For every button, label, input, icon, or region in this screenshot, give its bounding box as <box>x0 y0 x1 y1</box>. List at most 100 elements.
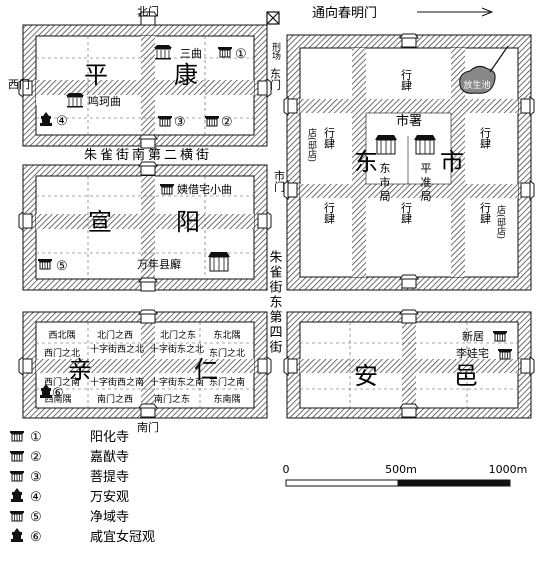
marker-4: ④ <box>56 114 68 129</box>
legend-item: ⑥ 咸宜女冠观 <box>11 528 155 545</box>
gate-icon <box>18 211 33 231</box>
street-heng2-label: 朱雀街南第二横街 <box>84 147 212 163</box>
temple-icon <box>157 115 173 127</box>
gate-icon <box>399 403 419 418</box>
hangsi-label: 行肆 <box>479 127 492 149</box>
legend-label: 菩提寺 <box>90 469 129 485</box>
legend: ① 阳化寺 ② 嘉猷寺 ③ 菩提寺 ④ 万安观 ⑤ 净域寺 ⑥ 咸宜女冠观 <box>9 430 155 545</box>
gate-icon <box>520 96 535 116</box>
dian-label: 店(邸店) <box>495 204 506 239</box>
qinren-cell: 十字街西之南 <box>90 376 144 388</box>
gate-icon <box>138 134 158 149</box>
scale-tick: 500m <box>385 463 417 476</box>
scale-bar: 0 500m 1000m <box>283 463 528 487</box>
legend-number: ⑥ <box>30 530 42 545</box>
pingkang-char-2: 康 <box>174 61 198 89</box>
qinren-cell: 西门之南 <box>44 376 80 388</box>
gate-icon <box>283 96 298 116</box>
qinren-cell: 东门之南 <box>209 376 245 388</box>
anyi-char-2: 邑 <box>454 362 478 390</box>
qinren-cell: 十字街东之北 <box>150 343 204 355</box>
legend-number: ③ <box>30 470 42 485</box>
taoist-temple-icon <box>11 488 23 502</box>
temple-icon <box>204 115 220 127</box>
scale-tick: 1000m <box>489 463 528 476</box>
legend-item: ④ 万安观 <box>11 488 129 505</box>
legend-label: 万安观 <box>90 490 129 505</box>
new-residence-label: 新居 <box>462 329 484 343</box>
temple-icon <box>217 46 233 58</box>
hangsi-label: 行肆 <box>323 202 336 224</box>
residence-icon <box>492 330 508 342</box>
xuanyang-char-2: 阳 <box>176 208 200 236</box>
pingkang-char-1: 平 <box>84 61 108 89</box>
dongshiju-char: 市 <box>380 175 391 189</box>
qinren-cell: 东北隅 <box>213 329 240 341</box>
south-gate-icon <box>138 403 158 418</box>
qinren-cell: 南门之西 <box>97 393 133 405</box>
legend-number: ② <box>30 450 42 465</box>
gate-icon <box>520 180 535 200</box>
qinren-ward: 西北隅 北门之西 北门之东 东北隅 西门之北 十字街西之北 十字街东之北 东门之… <box>18 309 272 419</box>
hangsi-label: 行肆 <box>400 202 413 224</box>
pond-label: 放生池 <box>463 79 490 91</box>
scale-tick: 0 <box>283 463 290 476</box>
legend-item: ③ 菩提寺 <box>9 469 129 485</box>
qinren-char-1: 亲 <box>68 356 92 384</box>
qinren-char-2: 仁 <box>194 356 218 384</box>
qinren-cell: 东南隅 <box>213 393 240 405</box>
hangsi-label: 行肆 <box>479 202 492 224</box>
taoist-temple-icon <box>11 528 23 542</box>
legend-label: 阳化寺 <box>90 430 129 445</box>
gate-icon <box>399 33 419 48</box>
gate-icon <box>399 309 419 324</box>
xuanyang-ward: 宣 阳 姨借宅小曲 ⑤ 万年县廨 <box>18 161 272 292</box>
legend-item: ② 嘉猷寺 <box>9 450 129 465</box>
gate-icon <box>138 309 158 324</box>
gate-icon <box>18 356 33 376</box>
temple-icon <box>9 450 25 462</box>
west-gate-label: 西门 <box>8 77 30 91</box>
execution-ground-label: 刑场 <box>270 42 281 61</box>
xuanyang-char-1: 宣 <box>88 208 112 236</box>
dongshiju-char: 东 <box>380 162 391 175</box>
legend-label: 净域寺 <box>90 510 129 525</box>
temple-icon <box>9 510 25 522</box>
temple-icon <box>9 430 25 442</box>
legend-number: ① <box>30 430 42 445</box>
east-gate-label: 东门 <box>269 68 282 91</box>
marker-5: ⑤ <box>56 259 68 274</box>
pingzhunju-char: 准 <box>421 176 432 189</box>
south-gate-label: 南门 <box>137 420 159 434</box>
legend-label: 嘉猷寺 <box>90 450 129 465</box>
mingkequ-label: 鸣珂曲 <box>88 94 121 108</box>
hangsi-label: 行肆 <box>323 127 336 149</box>
dongshiju-char: 局 <box>380 190 391 203</box>
gate-icon <box>283 356 298 376</box>
to-chunming-label: 通向春明门 <box>312 5 377 21</box>
pingzhunju-char: 平 <box>421 162 432 175</box>
execution-ground-icon <box>266 11 280 25</box>
qinren-cell: 北门之西 <box>97 329 133 341</box>
qinren-cell: 东门之北 <box>209 347 245 359</box>
qinren-cell: 十字街西之北 <box>90 343 144 355</box>
hangsi-label: 行肆 <box>400 69 413 91</box>
gate-icon <box>138 277 158 292</box>
legend-label: 咸宜女冠观 <box>90 529 155 545</box>
qinren-cell: 南门之东 <box>154 393 190 405</box>
gate-icon <box>257 211 272 231</box>
residence-icon <box>497 348 513 360</box>
sanqu-label: 三曲 <box>180 47 202 60</box>
legend-number: ④ <box>30 490 42 505</box>
qinren-cell: 北门之东 <box>160 329 196 341</box>
residence-label: 姨借宅小曲 <box>177 182 232 196</box>
north-gate-label: 北门 <box>137 4 159 18</box>
anyi-char-1: 安 <box>354 362 378 390</box>
county-office-label: 万年县廨 <box>137 257 181 271</box>
temple-icon <box>9 470 25 482</box>
legend-number: ⑤ <box>30 510 42 525</box>
anyi-ward: 安 邑 新居 李娃宅 <box>283 309 535 419</box>
gate-icon <box>520 356 535 376</box>
legend-item: ① 阳化寺 <box>9 430 129 445</box>
